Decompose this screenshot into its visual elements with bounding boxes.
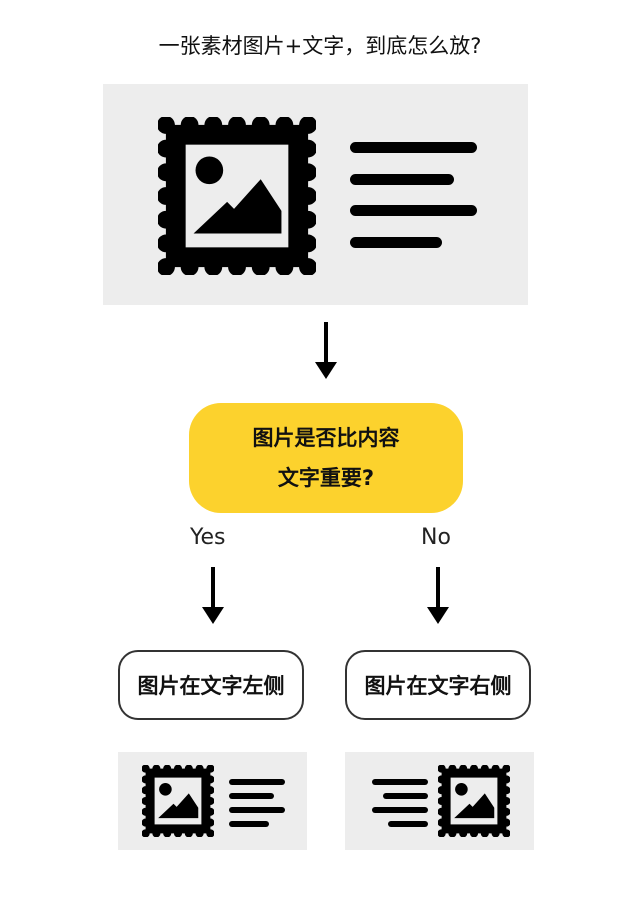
example-image-right-panel xyxy=(345,752,534,850)
arrow-down-icon xyxy=(315,322,337,379)
arrow-down-icon xyxy=(427,567,449,624)
decision-line-2: 文字重要? xyxy=(277,466,375,490)
stamp-image-icon xyxy=(142,765,214,837)
decision-line-1: 图片是否比内容 xyxy=(252,426,400,450)
stamp-image-icon xyxy=(158,117,316,275)
no-label: No xyxy=(421,525,451,550)
yes-label: Yes xyxy=(190,525,226,550)
result-image-right: 图片在文字右侧 xyxy=(345,650,531,720)
decision-box: 图片是否比内容 文字重要? xyxy=(189,403,463,513)
source-material-panel xyxy=(103,84,528,305)
example-image-left-panel xyxy=(118,752,307,850)
result-image-left: 图片在文字左侧 xyxy=(118,650,304,720)
stamp-image-icon xyxy=(438,765,510,837)
page-title: 一张素材图片+文字，到底怎么放? xyxy=(158,34,482,58)
arrow-down-icon xyxy=(202,567,224,624)
